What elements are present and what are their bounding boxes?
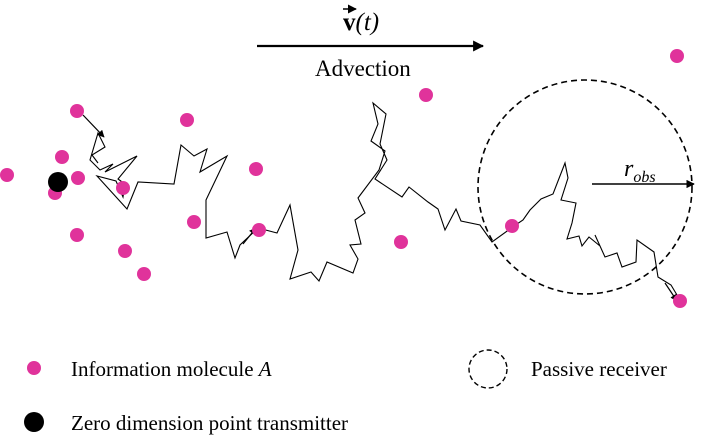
molecule (118, 244, 132, 258)
passive-receiver (477, 79, 693, 295)
molecule (673, 294, 687, 308)
molecule (180, 113, 194, 127)
molecule (670, 49, 684, 63)
legend-molecule-label: Information molecule A (71, 357, 272, 381)
molecule (419, 88, 433, 102)
molecule (70, 104, 84, 118)
velocity-label: v(t) (343, 9, 379, 36)
legend-transmitter-label: Zero dimension point transmitter (71, 411, 348, 435)
legend-molecule-swatch (27, 361, 41, 375)
molecule (249, 162, 263, 176)
legend-receiver-swatch (468, 349, 508, 389)
molecule (55, 150, 69, 164)
molecule (394, 235, 408, 249)
legend-receiver-label: Passive receiver (531, 357, 667, 381)
legend-transmitter-swatch (24, 412, 44, 432)
molecule (252, 223, 266, 237)
point-transmitter (48, 172, 68, 192)
molecule (116, 181, 130, 195)
advection-label: Advection (315, 56, 411, 81)
molecule (71, 171, 85, 185)
molecule (187, 215, 201, 229)
radius-label: robs (624, 156, 656, 186)
path-arrow-a (82, 114, 105, 138)
molecule (505, 219, 519, 233)
molecule (137, 267, 151, 281)
legend: Information molecule A Passive receiver … (24, 349, 667, 435)
molecule (70, 228, 84, 242)
random-walk-path (89, 101, 684, 306)
molecule (0, 168, 14, 182)
